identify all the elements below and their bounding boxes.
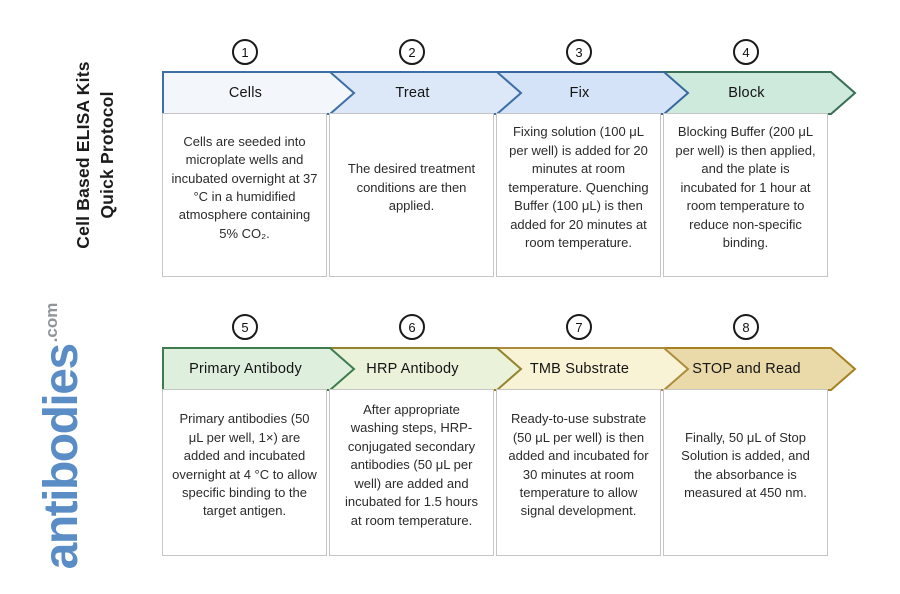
step-number-badge: 7 xyxy=(566,314,592,340)
step-description: Primary antibodies (50 μL per well, 1×) … xyxy=(172,411,317,519)
step-number-badge: 1 xyxy=(232,39,258,65)
step-label: Cells xyxy=(228,85,263,101)
step-description-box: Cells are seeded into microplate wells a… xyxy=(162,113,327,277)
step-description-box: After appropriate washing steps, HRP-con… xyxy=(329,389,494,556)
row1-arrow-band xyxy=(162,71,857,115)
step-number: 3 xyxy=(575,44,583,60)
step-description: Finally, 50 μL of Stop Solution is added… xyxy=(681,429,810,500)
vertical-title: Cell Based ELISA Kits Quick Protocol xyxy=(71,35,123,275)
vertical-title-line1: Cell Based ELISA Kits xyxy=(73,61,93,249)
step-label: TMB Substrate xyxy=(529,361,630,377)
step-label: HRP Antibody xyxy=(366,361,459,377)
step-description-box: Ready-to-use substrate (50 μL per well) … xyxy=(496,389,661,556)
step-description: After appropriate washing steps, HRP-con… xyxy=(345,401,478,528)
step-arrow xyxy=(162,347,356,391)
step-number-badge: 6 xyxy=(399,314,425,340)
step-description: Cells are seeded into microplate wells a… xyxy=(171,133,318,241)
step-number-badge: 2 xyxy=(399,39,425,65)
step-description-box: The desired treatment conditions are the… xyxy=(329,113,494,277)
step-arrow xyxy=(162,71,356,115)
step-number-badge: 4 xyxy=(733,39,759,65)
step-label: Fix xyxy=(569,85,590,101)
step-description-box: Finally, 50 μL of Stop Solution is added… xyxy=(663,389,828,556)
step-number-badge: 5 xyxy=(232,314,258,340)
step-number-badge: 8 xyxy=(733,314,759,340)
step-description: The desired treatment conditions are the… xyxy=(347,161,476,214)
step-number-badge: 3 xyxy=(566,39,592,65)
logo-text: antibodies xyxy=(35,344,88,570)
vertical-title-line2: Quick Protocol xyxy=(97,91,117,219)
step-number: 2 xyxy=(408,44,416,60)
step-description-box: Fixing solution (100 μL per well) is add… xyxy=(496,113,661,277)
step-label: Primary Antibody xyxy=(189,361,302,377)
logo-tld: .com xyxy=(42,302,61,343)
step-number: 7 xyxy=(575,319,583,335)
step-number: 8 xyxy=(742,319,750,335)
step-description: Ready-to-use substrate (50 μL per well) … xyxy=(508,411,649,519)
step-label: Treat xyxy=(395,85,430,101)
step-label: Block xyxy=(728,85,765,101)
step-number: 1 xyxy=(241,44,249,60)
step-label: STOP and Read xyxy=(692,361,801,377)
step-number: 6 xyxy=(408,319,416,335)
step-description: Blocking Buffer (200 μL per well) is the… xyxy=(675,124,816,251)
step-number: 5 xyxy=(241,319,249,335)
brand-logo: antibodies.com xyxy=(34,256,106,594)
step-description: Fixing solution (100 μL per well) is add… xyxy=(508,124,649,251)
row2-arrow-band xyxy=(162,347,857,391)
step-description-box: Primary antibodies (50 μL per well, 1×) … xyxy=(162,389,327,556)
step-description-box: Blocking Buffer (200 μL per well) is the… xyxy=(663,113,828,277)
step-number: 4 xyxy=(742,44,750,60)
